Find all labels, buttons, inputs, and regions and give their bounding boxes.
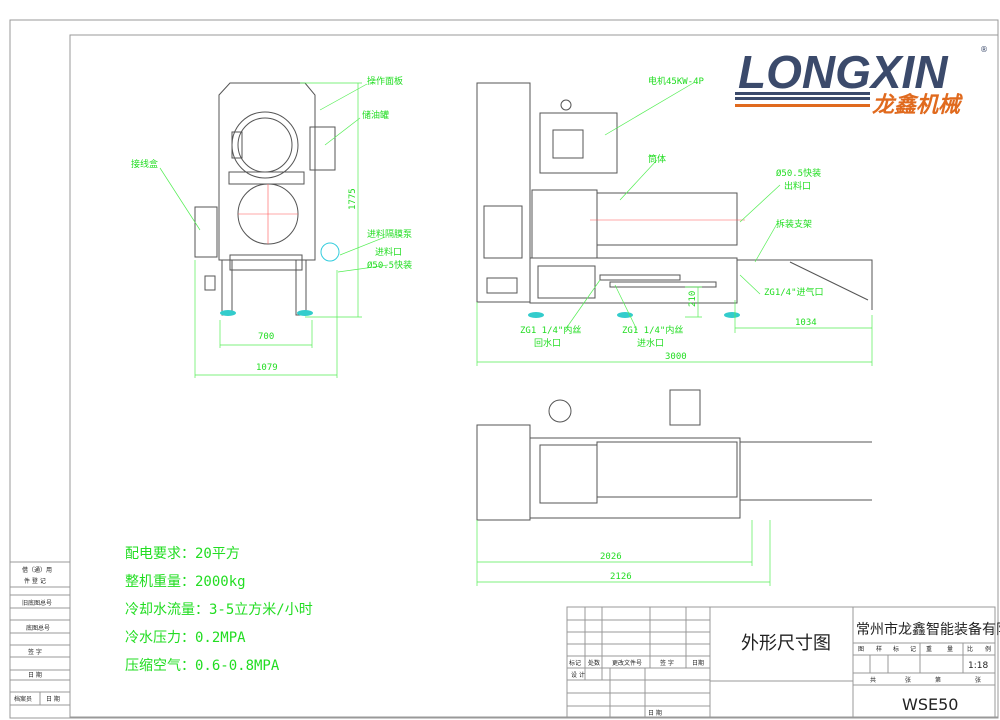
svg-text:电机45KW-4P: 电机45KW-4P xyxy=(648,75,705,87)
svg-text:日 期: 日 期 xyxy=(648,709,662,717)
svg-text:ZG1 1/4"内丝: ZG1 1/4"内丝 xyxy=(520,324,581,336)
svg-text:1:18: 1:18 xyxy=(968,661,988,671)
svg-text:签 字: 签 字 xyxy=(28,648,42,656)
svg-text:冷水压力：0.2MPA: 冷水压力：0.2MPA xyxy=(125,630,246,646)
svg-text:进料隔膜泵: 进料隔膜泵 xyxy=(367,228,412,240)
top-view: 2026 2126 xyxy=(476,389,872,586)
svg-text:进料口: 进料口 xyxy=(375,246,402,258)
svg-text:Ø50.5快装: Ø50.5快装 xyxy=(776,167,821,179)
svg-text:ZG1 1/4"内丝: ZG1 1/4"内丝 xyxy=(622,324,683,336)
svg-text:出料口: 出料口 xyxy=(784,180,811,192)
svg-text:量: 量 xyxy=(947,646,953,653)
svg-text:回水口: 回水口 xyxy=(534,337,561,349)
svg-text:标记: 标记 xyxy=(569,659,581,667)
svg-text:压缩空气：0.6-0.8MPA: 压缩空气：0.6-0.8MPA xyxy=(125,658,280,674)
svg-text:更改文件号: 更改文件号 xyxy=(612,659,642,667)
svg-text:借（通）用: 借（通）用 xyxy=(22,566,52,574)
svg-text:210: 210 xyxy=(688,291,698,307)
svg-text:1034: 1034 xyxy=(795,318,817,328)
svg-text:龙鑫机械: 龙鑫机械 xyxy=(872,92,963,118)
svg-text:日 期: 日 期 xyxy=(46,695,60,703)
front-view: 操作面板 储油罐 接线盒 进料隔膜泵 进料口 Ø50.5快装 700 1079 … xyxy=(131,75,412,378)
svg-text:Ø50.5快装: Ø50.5快装 xyxy=(367,259,412,271)
svg-text:件 登 记: 件 登 记 xyxy=(24,577,46,585)
svg-text:1775: 1775 xyxy=(348,188,358,210)
svg-text:LONGXIN: LONGXIN xyxy=(738,46,948,98)
svg-text:样: 样 xyxy=(876,645,882,653)
svg-text:第: 第 xyxy=(935,676,941,684)
title-block: 标记 处数 更改文件号 签 字 日期 设 计 日 期 外形尺寸图 常州市龙鑫智能… xyxy=(566,606,1000,719)
svg-text:底图总号: 底图总号 xyxy=(26,624,50,632)
svg-text:配电要求：20平方: 配电要求：20平方 xyxy=(125,546,240,562)
left-register-strip: 借（通）用 件 登 记 旧底图总号 底图总号 签 字 日 期 档案员 日 期 xyxy=(10,561,70,706)
svg-text:ZG1/4"进气口: ZG1/4"进气口 xyxy=(764,286,824,298)
svg-text:标: 标 xyxy=(893,645,899,653)
svg-text:2026: 2026 xyxy=(600,552,622,562)
svg-text:记: 记 xyxy=(910,646,916,653)
side-view: 电机45KW-4P 筒体 Ø50.5快装 出料口 拆装支架 ZG1/4"进气口 … xyxy=(476,75,873,366)
svg-text:拆装支架: 拆装支架 xyxy=(776,218,812,230)
svg-text:外形尺寸图: 外形尺寸图 xyxy=(741,633,831,654)
svg-text:3000: 3000 xyxy=(665,352,687,362)
svg-text:共: 共 xyxy=(870,676,876,684)
svg-text:处数: 处数 xyxy=(588,659,600,667)
svg-text:整机重量：2000kg: 整机重量：2000kg xyxy=(125,574,246,590)
svg-text:操作面板: 操作面板 xyxy=(367,75,403,87)
logo: LONGXIN ® 龙鑫机械 xyxy=(735,45,988,118)
svg-text:WSE50: WSE50 xyxy=(902,695,958,714)
svg-text:日 期: 日 期 xyxy=(28,671,42,679)
svg-text:进水口: 进水口 xyxy=(637,337,664,349)
technical-notes: 配电要求：20平方 整机重量：2000kg 冷却水流量：3-5立方米/小时 冷水… xyxy=(125,546,313,674)
svg-text:储油罐: 储油罐 xyxy=(362,109,389,121)
svg-text:常州市龙鑫智能装备有限公司: 常州市龙鑫智能装备有限公司 xyxy=(856,621,1000,638)
svg-text:旧底图总号: 旧底图总号 xyxy=(22,599,52,607)
svg-text:张: 张 xyxy=(975,676,981,684)
svg-text:1079: 1079 xyxy=(256,363,278,373)
svg-text:接线盒: 接线盒 xyxy=(131,158,158,170)
svg-text:700: 700 xyxy=(258,332,274,342)
svg-text:日期: 日期 xyxy=(692,659,704,667)
svg-text:冷却水流量：3-5立方米/小时: 冷却水流量：3-5立方米/小时 xyxy=(125,602,313,618)
inner-frame xyxy=(69,34,999,718)
svg-text:例: 例 xyxy=(985,645,991,653)
svg-text:签 字: 签 字 xyxy=(660,659,674,667)
svg-text:档案员: 档案员 xyxy=(14,695,32,703)
svg-text:图: 图 xyxy=(858,646,864,653)
svg-text:2126: 2126 xyxy=(610,572,632,582)
svg-text:张: 张 xyxy=(905,676,911,684)
svg-text:重: 重 xyxy=(926,645,932,653)
svg-text:比: 比 xyxy=(967,645,973,653)
svg-text:设 计: 设 计 xyxy=(571,671,585,679)
svg-text:®: ® xyxy=(980,45,988,54)
svg-text:筒体: 筒体 xyxy=(648,153,666,165)
